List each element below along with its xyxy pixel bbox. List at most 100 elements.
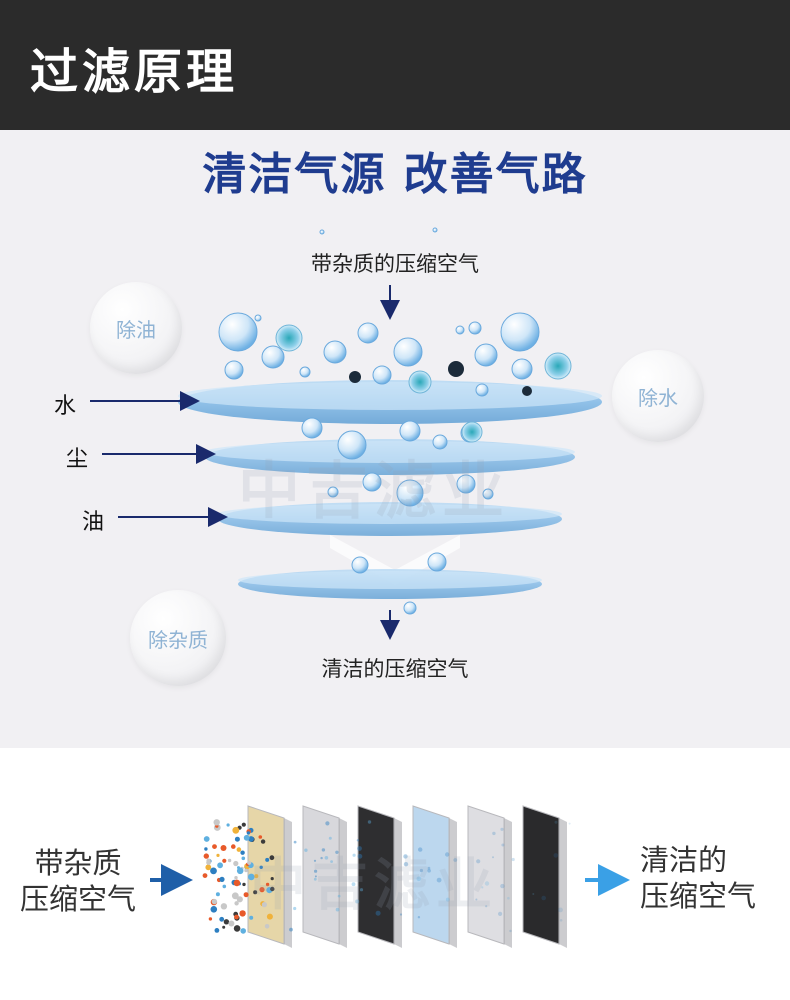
- strip-input-label: 带杂质 压缩空气: [8, 845, 148, 917]
- particle-dot: [427, 866, 431, 870]
- particle-dot: [498, 911, 503, 917]
- particle-dot: [202, 873, 208, 878]
- particle-dot: [417, 916, 421, 919]
- particle-dot: [208, 917, 213, 921]
- particle-dot: [205, 864, 212, 871]
- remove-oil-text: 除油: [116, 317, 156, 342]
- remove-impurity-badge: 除杂质: [130, 590, 226, 686]
- particle-dot: [214, 928, 220, 933]
- particle-dot: [248, 836, 255, 842]
- particle-dot: [210, 867, 217, 875]
- particle-dot: [507, 896, 510, 900]
- filter-panel-edge: [339, 818, 347, 948]
- particle-dot: [357, 846, 362, 851]
- filter-disc-water: [178, 380, 602, 424]
- dust-label: 尘: [66, 447, 89, 472]
- particle-dot: [241, 822, 246, 827]
- strip-input-line2: 压缩空气: [19, 882, 136, 916]
- watermark-bottom: 中吉滤业: [250, 853, 498, 918]
- particle-dot: [485, 905, 488, 908]
- particle-dot: [492, 856, 494, 859]
- page-title: 过滤原理: [30, 44, 239, 100]
- filter-panel: [522, 805, 560, 945]
- particle-dot: [501, 843, 505, 847]
- particle-dot: [212, 844, 217, 849]
- particle-dot: [233, 925, 241, 932]
- particle-dot: [220, 845, 227, 851]
- particle-dot: [228, 920, 235, 927]
- input-air-label: 带杂质的压缩空气: [311, 252, 479, 276]
- particle-dot: [222, 884, 227, 889]
- particle-dot: [500, 883, 505, 889]
- particle-dot: [293, 906, 297, 911]
- particle-dot: [265, 882, 270, 887]
- particle-dot: [236, 867, 244, 875]
- particle-cloud: [202, 819, 571, 934]
- particle-dot: [419, 868, 423, 873]
- particle-dot: [356, 839, 360, 842]
- particle-dot: [352, 853, 356, 857]
- filter-panel-edge: [284, 818, 292, 948]
- slogan: 清洁气源 改善气路: [202, 149, 588, 200]
- filter-panel-edge: [394, 818, 402, 948]
- particle-dot: [359, 888, 364, 892]
- particle-dot: [266, 913, 273, 920]
- filter-disc-oil: [218, 502, 562, 536]
- particle-dot: [559, 919, 563, 922]
- remove-oil-badge: 除油: [90, 282, 182, 374]
- particle-dot: [476, 859, 481, 864]
- particle-dot: [244, 868, 248, 873]
- particle-dot: [314, 869, 318, 873]
- particle-dot: [270, 877, 274, 881]
- particle-dot: [249, 915, 254, 920]
- strip-output-line1: 清洁的: [640, 843, 728, 877]
- particle-dot: [216, 853, 220, 858]
- particle-dot: [231, 892, 239, 900]
- particle-dot: [219, 876, 225, 883]
- particle-dot: [203, 836, 210, 842]
- particle-dot: [568, 822, 571, 825]
- strip-input-line1: 带杂质: [34, 846, 122, 880]
- particle-dot: [445, 897, 450, 902]
- particle-dot: [211, 898, 218, 905]
- filter-panel-edge: [449, 818, 457, 948]
- particle-dot: [222, 925, 226, 929]
- particle-dot: [304, 848, 308, 852]
- particle-dot: [558, 907, 563, 913]
- particle-dot: [210, 906, 218, 913]
- particle-dot: [232, 826, 240, 834]
- particle-dot: [217, 862, 224, 869]
- particle-dot: [337, 894, 341, 898]
- watermark-top: 中吉滤业: [238, 454, 511, 527]
- particle-dot: [436, 877, 442, 883]
- particle-dot: [234, 901, 239, 906]
- particle-dot: [222, 858, 227, 863]
- particle-dot: [330, 860, 333, 863]
- particle-dot: [270, 886, 275, 892]
- particle-dot: [233, 879, 241, 887]
- water-label: 水: [54, 394, 77, 419]
- particle-dot: [335, 907, 340, 912]
- particle-dot: [234, 876, 238, 880]
- output-air-label: 清洁的压缩空气: [321, 657, 469, 681]
- particle-dot: [206, 858, 211, 863]
- filter-panel-edge: [559, 818, 567, 948]
- filter-panel-edge: [504, 818, 512, 948]
- particle-dot: [511, 857, 515, 862]
- remove-water-badge: 除水: [612, 350, 704, 442]
- particle-dot: [289, 927, 293, 932]
- filter-disc-bottom: [238, 569, 542, 599]
- particle-dot: [403, 854, 408, 859]
- particle-dot: [204, 847, 208, 851]
- particle-dot: [261, 902, 267, 908]
- particle-dot: [367, 820, 372, 824]
- particle-dot: [234, 914, 239, 920]
- particle-dot: [236, 847, 242, 852]
- particle-dot: [260, 839, 266, 844]
- particle-dot: [399, 913, 403, 916]
- particle-dot: [233, 860, 239, 867]
- particle-dot: [375, 910, 381, 916]
- particle-dot: [243, 892, 249, 898]
- particle-dot: [264, 924, 270, 929]
- particle-dot: [541, 895, 546, 901]
